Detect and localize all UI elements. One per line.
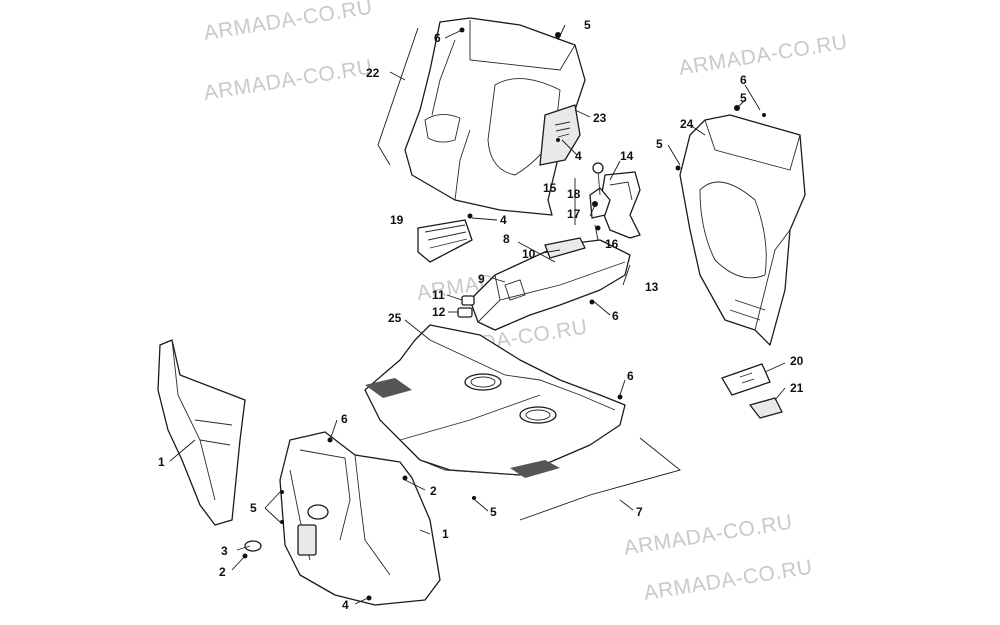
upper-side-panel: [404, 17, 586, 216]
callout-19: 19: [390, 213, 404, 227]
callout-18: 18: [567, 187, 581, 201]
callout-6-mid: 6: [612, 309, 619, 323]
callout-5-right: 5: [740, 91, 747, 105]
callout-6-floor: 6: [627, 369, 634, 383]
callout-16: 16: [605, 237, 619, 251]
callout-23: 23: [593, 111, 607, 125]
callout-1-left: 1: [158, 455, 165, 469]
callout-22: 22: [366, 66, 380, 80]
callout-15: 15: [543, 181, 557, 195]
watermark-left: ARMADA-CO.RU: [202, 56, 374, 105]
grommet-3: [244, 540, 262, 552]
callout-12: 12: [432, 305, 446, 319]
callout-5-lower: 5: [490, 505, 497, 519]
shifter-assembly: [589, 162, 611, 219]
callout-4-top: 4: [575, 149, 582, 163]
callout-13: 13: [645, 280, 659, 294]
callout-2-right: 2: [430, 484, 437, 498]
callout-25: 25: [388, 311, 402, 325]
callout-3: 3: [221, 544, 228, 558]
callout-5-top: 5: [584, 18, 591, 32]
bracket-line-7: [519, 437, 681, 521]
watermark-bottom-right-2: ARMADA-CO.RU: [642, 556, 814, 605]
lower-side-panel: [279, 431, 441, 606]
callout-17: 17: [567, 207, 581, 221]
callout-11: 11: [432, 288, 445, 302]
right-side-panel: [679, 114, 806, 346]
watermark-top-left: ARMADA-CO.RU: [202, 0, 374, 45]
callout-5-left: 5: [250, 501, 257, 515]
floor-panel: [364, 324, 626, 478]
hardware-dots: [242, 27, 766, 601]
bracket-line-22: [377, 27, 419, 166]
pad-20: [721, 363, 771, 396]
callout-6-lower: 6: [341, 412, 348, 426]
bracket-19: [417, 219, 473, 263]
callout-8: 8: [503, 232, 510, 246]
watermark-top-right: ARMADA-CO.RU: [677, 31, 849, 80]
leader-22: [389, 71, 406, 81]
callout-20: 20: [790, 354, 804, 368]
leader-7: [619, 499, 634, 511]
callout-2-left: 2: [219, 565, 226, 579]
callout-4-bottom: 4: [342, 598, 349, 612]
callout-6-top: 6: [434, 31, 441, 45]
callout-5-right-2: 5: [656, 137, 663, 151]
callout-1-center: 1: [442, 527, 449, 541]
center-console: [457, 237, 631, 331]
callout-7: 7: [636, 505, 643, 519]
watermark-bottom-right: ARMADA-CO.RU: [622, 511, 794, 560]
callout-21: 21: [790, 381, 804, 395]
callout-labels: 22 6 5 23 4 14 15 18 17 16 19 4 8 10 9 1…: [158, 18, 804, 612]
callout-24: 24: [680, 117, 694, 131]
callout-10: 10: [522, 247, 536, 261]
left-front-panel: [157, 339, 246, 526]
callout-6-right: 6: [740, 73, 747, 87]
callout-9: 9: [478, 272, 485, 286]
callout-14: 14: [620, 149, 634, 163]
leader-lines: [169, 24, 786, 605]
strap-21: [749, 397, 783, 419]
callout-4-mid: 4: [500, 213, 507, 227]
